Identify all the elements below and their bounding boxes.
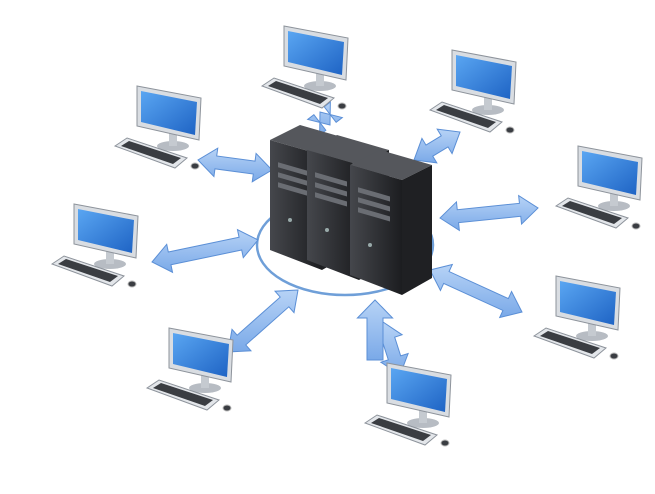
server-tower-icon (350, 150, 432, 295)
desktop-computer-icon (50, 203, 139, 288)
double-arrow-icon (306, 100, 344, 137)
desktop-computer-icon (113, 85, 202, 170)
double-arrow-icon (413, 128, 461, 164)
monitor-screen (391, 368, 447, 412)
monitor-screen (78, 209, 134, 253)
monitor-screen (560, 281, 616, 325)
desktop-computer-icon (145, 327, 234, 412)
monitor-screen (141, 91, 197, 135)
mouse-icon (337, 102, 347, 110)
mouse-icon (222, 404, 232, 412)
desktop-computer-icon (363, 362, 452, 447)
double-arrow-icon (429, 263, 523, 319)
monitor-screen (173, 333, 229, 377)
mouse-icon (190, 162, 200, 170)
desktop-computer-icon (260, 25, 349, 110)
double-arrow-icon (227, 289, 299, 353)
double-arrow-icon (356, 299, 394, 361)
mouse-icon (505, 126, 515, 134)
desktop-computer-icon (532, 275, 621, 360)
desktop-computer-icon (554, 145, 643, 230)
mouse-icon (609, 352, 619, 360)
double-arrow-icon (197, 147, 273, 183)
monitor-screen (288, 31, 344, 75)
double-arrow-icon (439, 194, 539, 232)
monitor-screen (582, 151, 638, 195)
monitor-screen (456, 55, 512, 99)
mouse-icon (127, 280, 137, 288)
mouse-icon (440, 439, 450, 447)
desktop-computer-icon (428, 49, 517, 134)
mouse-icon (631, 222, 641, 230)
double-arrow-icon (151, 228, 259, 274)
